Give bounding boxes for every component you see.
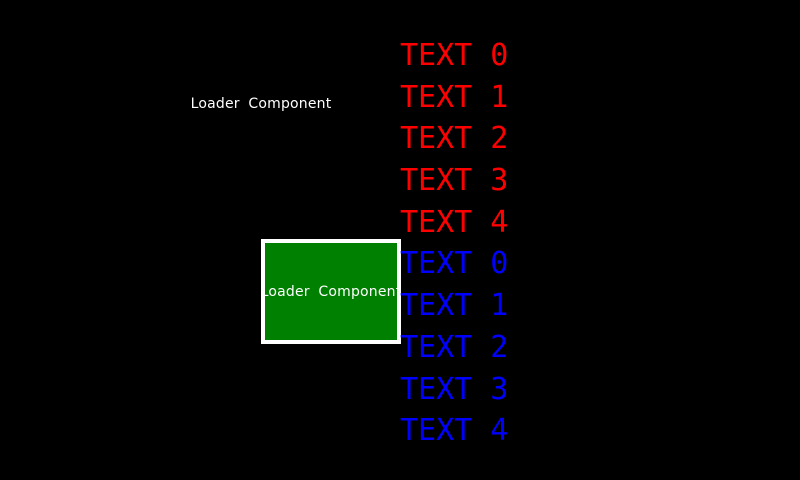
list-item: TEXT 4 [400, 204, 509, 240]
list-item: TEXT 3 [400, 371, 509, 407]
text-list: TEXT 0 TEXT 1 TEXT 2 TEXT 3 TEXT 4 TEXT … [400, 35, 508, 452]
list-item: TEXT 4 [400, 413, 509, 449]
list-item: TEXT 0 [400, 38, 509, 73]
loader-component-plain-label: Loader Component [190, 95, 332, 112]
list-item: TEXT 2 [400, 329, 509, 365]
list-item: TEXT 1 [400, 288, 509, 324]
list-item: TEXT 3 [400, 163, 509, 199]
list-item: TEXT 0 [400, 246, 509, 282]
loader-component-plain: Loader Component [190, 51, 332, 156]
loader-component-box-label: Loader Component [260, 283, 402, 300]
list-item: TEXT 2 [400, 121, 509, 157]
loader-component-box: Loader Component [261, 239, 401, 344]
list-item: TEXT 1 [400, 79, 509, 115]
